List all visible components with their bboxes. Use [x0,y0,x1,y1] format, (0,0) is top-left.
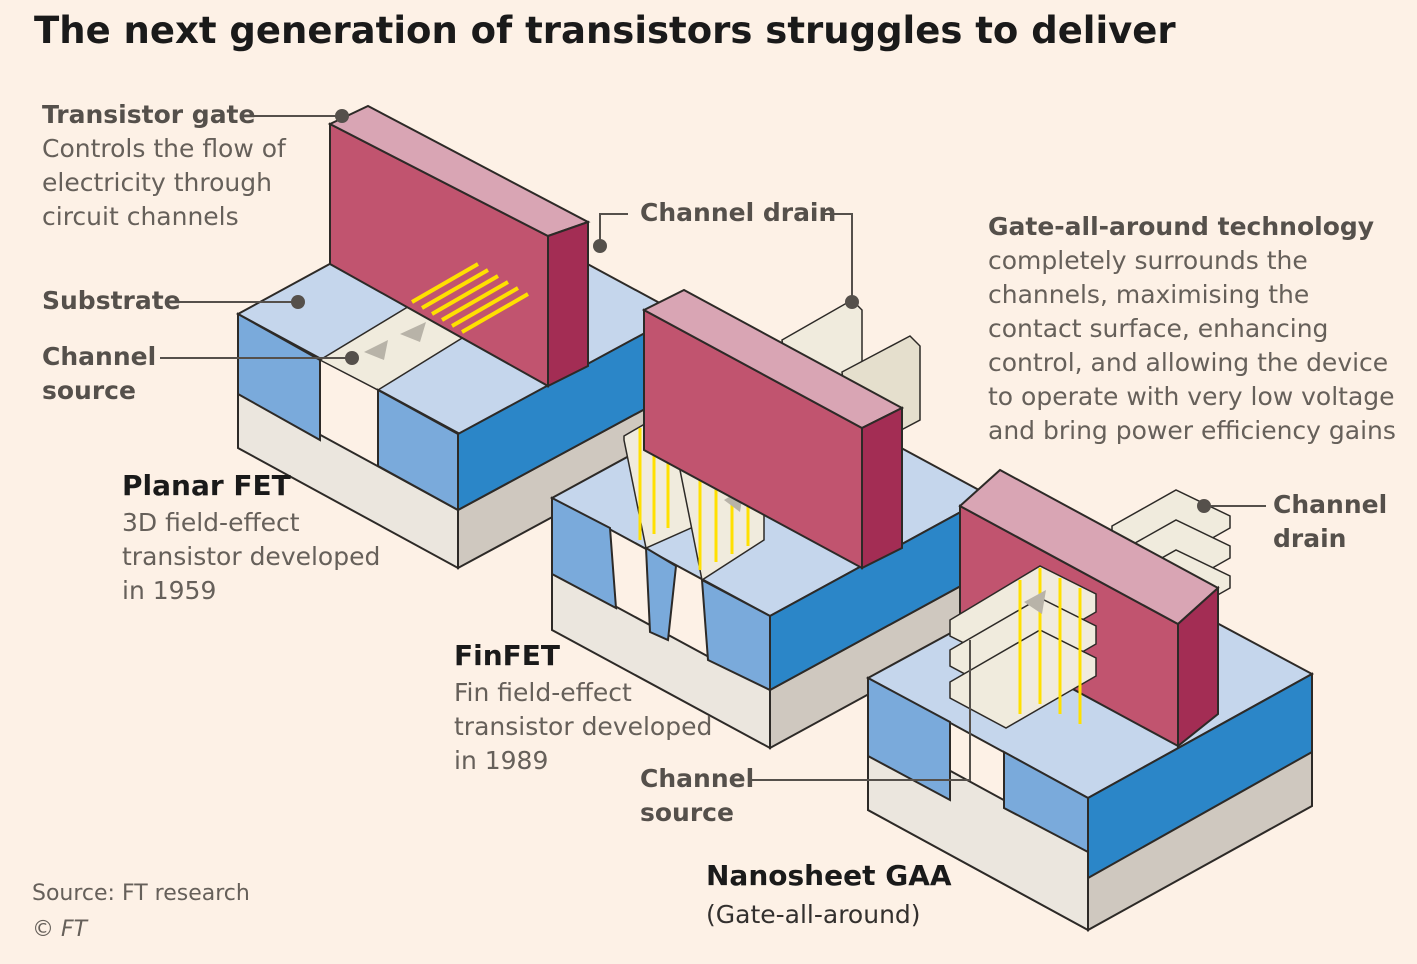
transistor-gate-text: Controls the flow of electricity through… [42,134,286,231]
planar-gate-side [547,220,589,388]
planar-fet-description: 3D field-effect transistor developed in … [122,508,381,605]
planar-source-front [237,312,321,442]
finfet-name: FinFET [454,639,561,672]
finfet-front-mid [644,546,678,642]
planar-fet-illustration [235,104,683,570]
finfet-description: Fin field-effect transistor developed in… [454,678,713,775]
finfet-gate-side [861,406,903,570]
leader-dots [291,109,1211,513]
gaa-front-source [867,676,951,802]
finfet-illustration [549,288,993,750]
nanosheet-gaa-name: Nanosheet GAA [706,859,952,892]
gaa-note-text: completely surrounds the channels, maxim… [988,246,1396,445]
copyright: © FT [32,917,88,942]
gaa-note-heading: Gate-all-around technology [988,212,1375,241]
leader-channel-drain-fin-right [822,213,853,302]
channel-drain-gaa-label: Channel drain [1273,490,1388,553]
substrate-label: Substrate [42,286,181,315]
planar-flow-arrow-1 [364,340,388,360]
finfet-front-left [551,496,618,610]
source-note: Source: FT research [32,881,250,906]
planar-flow-arrow-2 [400,322,426,342]
page-title: The next generation of transistors strug… [34,9,1176,52]
leader-lines [160,115,1266,781]
leader-channel-source-gaa [752,640,971,781]
planar-fet-name: Planar FET [122,469,291,502]
gaa-highlights [1018,568,1082,724]
transistor-gate-heading: Transistor gate [42,100,256,129]
gaa-illustration [865,468,1315,932]
gaa-right-front [1087,672,1313,880]
gaa-gate-side [1177,585,1219,749]
channel-drain-fin-label: Channel drain [640,198,837,227]
gaa-flow-arrow [1024,590,1046,614]
leader-channel-drain-fin-left [599,213,628,246]
nanosheet-gaa-description: (Gate-all-around) [706,900,921,929]
channel-source-planar-label: Channel source [42,342,157,405]
planar-highlight-lines [411,262,529,334]
channel-source-gaa-label: Channel source [640,764,755,827]
